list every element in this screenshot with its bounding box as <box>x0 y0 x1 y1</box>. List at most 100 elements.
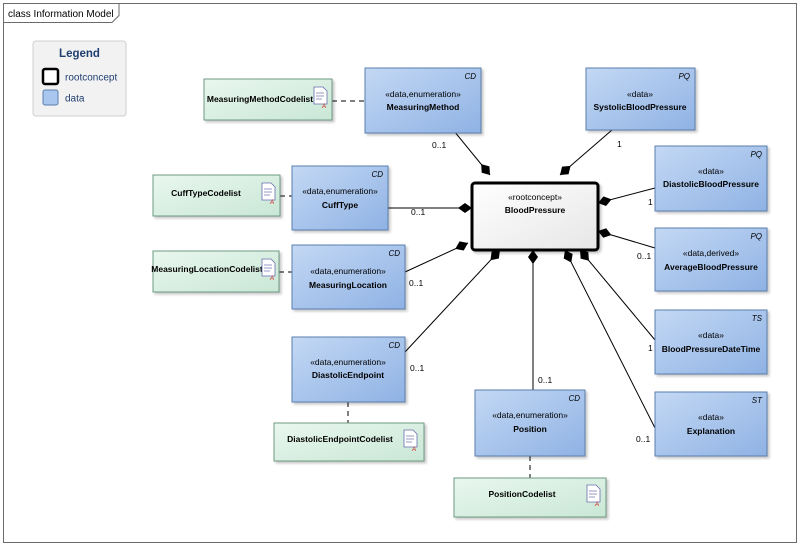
codelist-box-diastolic-endpoint <box>273 422 425 462</box>
svg-text:A: A <box>269 200 274 206</box>
frame-tab <box>3 3 120 23</box>
codelist-links <box>279 100 531 478</box>
legend-swatch-rootconcept <box>41 67 60 86</box>
diamond-datetime <box>580 250 589 261</box>
diamond-cuff-type <box>458 203 472 213</box>
class-systolic-blood-pressure[interactable]: PQ «data» SystolicBloodPressure <box>585 67 696 131</box>
name-datetime: BloodPressureDateTime <box>662 344 761 354</box>
class-diastolic-endpoint[interactable]: CD «data,enumeration» DiastolicEndpoint <box>291 336 406 403</box>
codelist-box-measuring-location <box>152 250 280 293</box>
class-blood-pressure-date-time[interactable]: TS «data» BloodPressureDateTime <box>654 309 768 375</box>
diamond-systolic <box>560 165 571 175</box>
line-diastolic-endpoint <box>404 249 501 353</box>
class-position[interactable]: CD «data,enumeration» Position <box>474 389 586 457</box>
document-icon: A <box>586 484 601 508</box>
line-datetime <box>579 249 656 341</box>
diamond-measuring-method <box>481 164 490 175</box>
type-systolic: PQ <box>678 72 690 81</box>
composition-lines <box>388 119 656 429</box>
class-measuring-method[interactable]: CD «data,enumeration» MeasuringMethod <box>364 67 482 134</box>
type-position: CD <box>568 394 580 403</box>
mult-explanation: 0..1 <box>636 434 650 444</box>
legend-title: Legend <box>59 48 100 60</box>
document-icon: A <box>403 429 418 453</box>
class-box-blood-pressure <box>470 181 600 252</box>
class-explanation[interactable]: ST «data» Explanation <box>654 391 768 457</box>
svg-text:A: A <box>269 276 274 282</box>
stereotype-average: «data,derived» <box>683 248 740 258</box>
codelist-position[interactable]: PositionCodelist A <box>453 477 607 518</box>
stereotype-systolic: «data» <box>627 89 653 99</box>
name-blood-pressure: BloodPressure <box>505 205 566 215</box>
svg-text:A: A <box>594 502 599 508</box>
class-box-position <box>474 389 586 457</box>
mult-diastolic: 1 <box>648 197 653 207</box>
svg-text:A: A <box>321 104 326 110</box>
legend-label-data: data <box>65 94 85 105</box>
codelist-name-cuff-type: CuffTypeCodelist <box>171 188 241 198</box>
frame-title: class Information Model <box>8 9 114 20</box>
class-box-average <box>654 227 768 292</box>
codelist-measuring-location[interactable]: MeasuringLocationCodelist A <box>151 250 280 293</box>
class-diastolic-blood-pressure[interactable]: PQ «data» DiastolicBloodPressure <box>654 145 768 212</box>
name-explanation: Explanation <box>687 426 735 436</box>
mult-measuring-method: 0..1 <box>432 140 446 150</box>
document-icon: A <box>313 86 328 110</box>
type-explanation: ST <box>752 396 763 405</box>
codelist-measuring-method[interactable]: MeasuringMethodCodelist A <box>203 78 333 121</box>
mult-datetime: 1 <box>648 343 653 353</box>
codelist-box-cuff-type <box>152 174 281 217</box>
stereotype-cuff-type: «data,enumeration» <box>302 186 378 196</box>
diamond-position <box>528 250 538 264</box>
stereotype-datetime: «data» <box>698 330 724 340</box>
name-position: Position <box>513 424 547 434</box>
stereotype-measuring-location: «data,enumeration» <box>310 266 386 276</box>
stereotype-measuring-method: «data,enumeration» <box>385 89 461 99</box>
codelist-name-diastolic-endpoint: DiastolicEndpointCodelist <box>287 434 393 444</box>
diamond-explanation <box>563 250 573 263</box>
mult-cuff-type: 0..1 <box>411 207 425 217</box>
type-measuring-method: CD <box>464 72 476 81</box>
name-measuring-location: MeasuringLocation <box>309 280 387 290</box>
codelist-name-position: PositionCodelist <box>488 489 555 499</box>
document-icon: A <box>261 258 276 282</box>
type-datetime: TS <box>752 314 763 323</box>
document-icon: A <box>261 182 276 206</box>
svg-text:A: A <box>411 447 416 453</box>
mult-measuring-location: 0..1 <box>409 278 423 288</box>
type-diastolic-endpoint: CD <box>388 341 400 350</box>
class-average-blood-pressure[interactable]: PQ «data,derived» AverageBloodPressure <box>654 227 768 292</box>
stereotype-explanation: «data» <box>698 412 724 422</box>
diamond-measuring-location <box>455 241 468 251</box>
codelist-box-position <box>453 477 607 518</box>
diamond-average <box>598 228 612 238</box>
diamond-diastolic-endpoint <box>490 250 500 261</box>
name-average: AverageBloodPressure <box>664 262 758 272</box>
codelist-box-measuring-method <box>203 78 333 121</box>
type-average: PQ <box>750 232 762 241</box>
class-box-measuring-method <box>364 67 482 134</box>
name-cuff-type: CuffType <box>322 200 358 210</box>
class-blood-pressure[interactable]: «rootconcept» BloodPressure <box>470 181 600 252</box>
class-box-diastolic-endpoint <box>291 336 406 403</box>
class-box-datetime <box>654 309 768 375</box>
name-diastolic-endpoint: DiastolicEndpoint <box>312 370 384 380</box>
stereotype-blood-pressure: «rootconcept» <box>508 192 562 202</box>
codelist-cuff-type[interactable]: CuffTypeCodelist A <box>152 174 281 217</box>
type-measuring-location: CD <box>388 249 400 258</box>
mult-average: 0..1 <box>637 251 651 261</box>
name-systolic: SystolicBloodPressure <box>593 102 686 112</box>
class-cuff-type[interactable]: CD «data,enumeration» CuffType <box>291 165 389 231</box>
class-box-explanation <box>654 391 768 457</box>
type-diastolic: PQ <box>750 150 762 159</box>
mult-systolic: 1 <box>617 139 622 149</box>
legend-label-rootconcept: rootconcept <box>65 73 117 84</box>
name-measuring-method: MeasuringMethod <box>387 102 460 112</box>
type-cuff-type: CD <box>371 170 383 179</box>
mult-position: 0..1 <box>538 375 552 385</box>
line-explanation <box>564 249 656 429</box>
codelist-diastolic-endpoint[interactable]: DiastolicEndpointCodelist A <box>273 422 425 462</box>
class-measuring-location[interactable]: CD «data,enumeration» MeasuringLocation <box>291 244 406 310</box>
